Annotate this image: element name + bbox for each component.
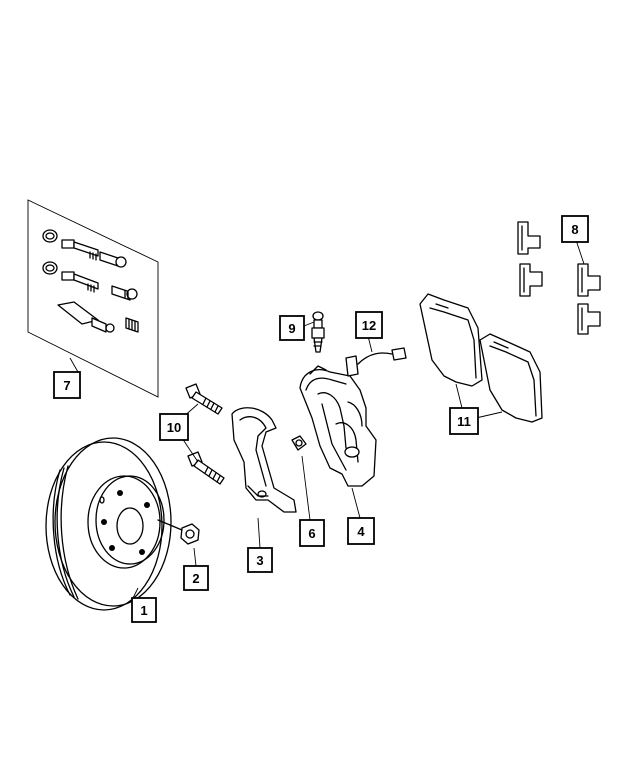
callout-10: 10 — [159, 413, 189, 441]
callout-2-label: 2 — [192, 571, 199, 586]
part-2-nut — [157, 519, 200, 545]
callout-6-label: 6 — [308, 526, 315, 541]
part-1-brake-rotor — [45, 437, 172, 611]
callout-9-label: 9 — [288, 321, 295, 336]
part-3-caliper-bracket — [231, 407, 297, 513]
callout-4-label: 4 — [357, 524, 365, 539]
part-6-bolt — [291, 435, 307, 451]
callout-7: 7 — [53, 371, 81, 399]
part-12-wear-sensor — [345, 347, 407, 377]
callout-1-label: 1 — [140, 603, 147, 618]
callout-3-label: 3 — [256, 553, 263, 568]
callout-2: 2 — [183, 565, 209, 591]
callout-11-label: 11 — [457, 414, 471, 429]
part-9-bleeder-screw — [311, 311, 325, 353]
callout-4: 4 — [347, 517, 375, 545]
callout-11: 11 — [449, 407, 479, 435]
part-11-brake-pads — [419, 293, 543, 423]
callout-7-label: 7 — [63, 378, 70, 393]
callout-12-label: 12 — [362, 318, 376, 333]
callout-8-label: 8 — [571, 222, 578, 237]
part-7-hardware-kit — [27, 199, 159, 398]
callout-6: 6 — [299, 519, 325, 547]
callout-3: 3 — [247, 547, 273, 573]
callout-12: 12 — [355, 311, 383, 339]
callout-9: 9 — [279, 315, 305, 341]
part-10-bolts — [185, 383, 225, 485]
callout-1: 1 — [131, 597, 157, 623]
leader-lines — [69, 239, 585, 601]
part-4-caliper — [299, 365, 377, 487]
callout-10-label: 10 — [167, 420, 181, 435]
part-8-clips — [517, 221, 601, 335]
callout-8: 8 — [561, 215, 589, 243]
